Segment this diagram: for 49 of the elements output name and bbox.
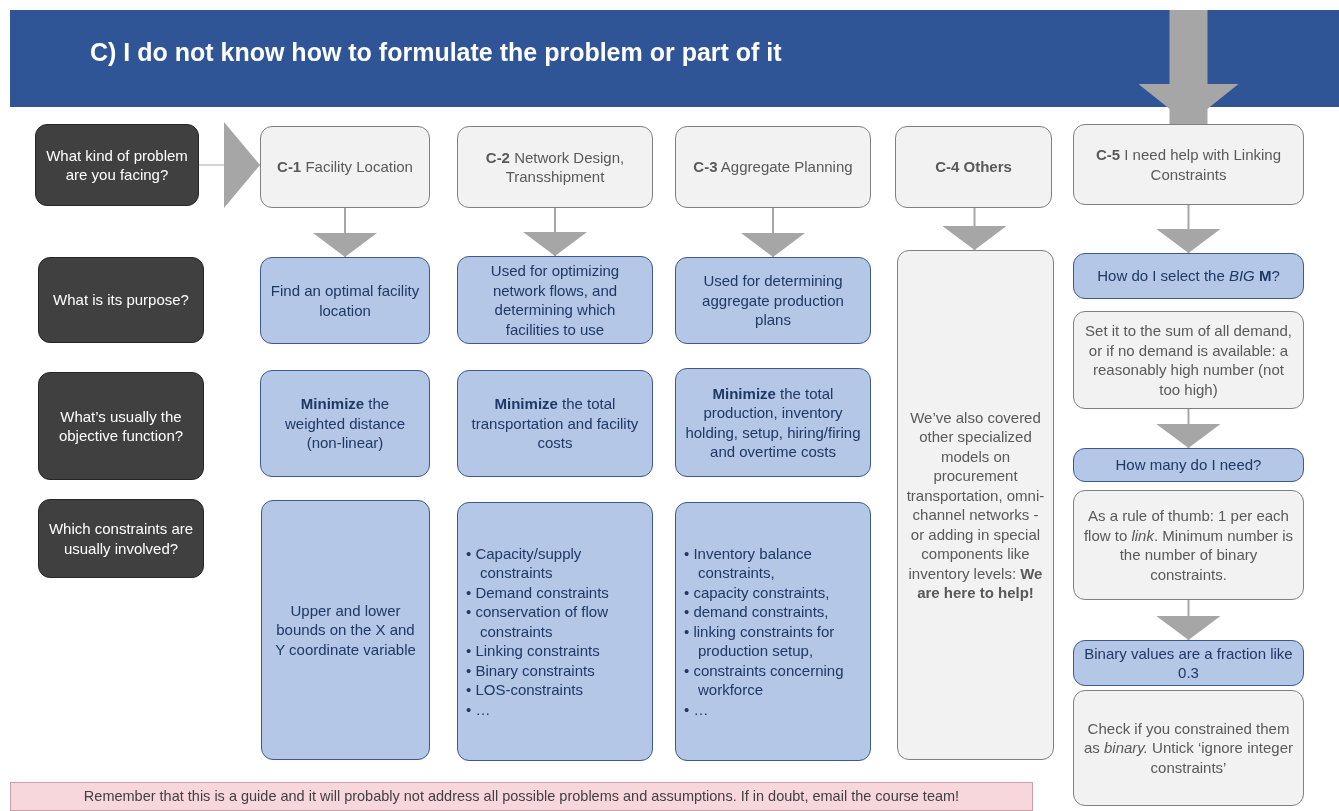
- list-item: • Inventory balance constraints,: [684, 543, 813, 583]
- answer-box: Minimize the weighted distance (non-linear): [260, 370, 430, 477]
- info-box: C-1 Facility Location: [260, 126, 430, 208]
- arrow: [523, 207, 587, 257]
- answer-box: Binary values are a fraction like 0.3: [1073, 640, 1304, 686]
- list-item: • Binary constraints: [466, 660, 596, 681]
- title-banner: C) I do not know how to formulate the problem or part of it: [10, 10, 1339, 107]
- info-box: Set it to the sum of all demand, or if no demand is available: a reasonably high number (not too high): [1073, 311, 1304, 409]
- answer-box: How do I select the BIG M?: [1073, 253, 1304, 299]
- list-item: • Capacity/supply constraints: [466, 543, 583, 583]
- list-item: • Demand constraints: [466, 582, 610, 603]
- answer-box: How many do I need?: [1073, 448, 1304, 482]
- info-box: C-2 Network Design, Transshipment: [457, 126, 653, 208]
- list-item: • Linking constraints: [466, 641, 601, 661]
- info-box: C-3 Aggregate Planning: [675, 126, 871, 208]
- list-item: • …: [466, 699, 492, 720]
- question-box: What’s usually the objective function?: [38, 372, 204, 480]
- question-box: What kind of problem are you facing?: [35, 124, 199, 206]
- answer-box: Minimize the total production, inventory holding, setup, hiring/firing and overtime costs: [675, 368, 871, 477]
- answer-box: Used for determining aggregate production plans: [675, 257, 871, 344]
- list-item: • conservation of flow constraints: [466, 602, 609, 642]
- arrow: [313, 207, 377, 258]
- arrow: [198, 122, 261, 208]
- question-box: What is its purpose?: [38, 257, 204, 343]
- info-box: As a rule of thumb: 1 per each flow to link. Minimum number is the number of binary constraints.: [1073, 490, 1304, 600]
- arrow: [741, 207, 805, 258]
- list-item: • constraints concerning workforce: [684, 660, 845, 700]
- answer-box: Used for optimizing network flows, and determining which facilities to use: [457, 256, 653, 344]
- info-box: We’ve also covered other specialized models on procurement transportation, omni-channel networks - or adding in special components like inventory levels: We are here to help!: [897, 250, 1054, 760]
- list-item: • LOS-constraints: [466, 680, 584, 700]
- arrow: [1156, 408, 1221, 449]
- list-box: [457, 502, 653, 761]
- list-box: [675, 502, 871, 761]
- list-item: • capacity constraints,: [684, 582, 831, 603]
- list-item: • demand constraints,: [684, 602, 830, 622]
- arrow: [1156, 204, 1221, 254]
- arrow: [942, 207, 1007, 251]
- info-box: C-5 I need help with Linking Constraints: [1073, 124, 1304, 205]
- list-item: • linking constraints for production setup,: [684, 621, 836, 661]
- list-item: • …: [684, 699, 710, 720]
- note-box: Remember that this is a guide and it will probably not address all possible problems and assumptions. If in doubt, email the course team!: [10, 782, 1033, 811]
- answer-box: Find an optimal facility location: [260, 257, 430, 344]
- question-box: Which constraints are usually involved?: [38, 499, 204, 578]
- arrow: [1156, 599, 1221, 641]
- arrow: [1138, 10, 1239, 124]
- info-box: Check if you constrained them as binary. Untick ‘ignore integer constraints’: [1073, 690, 1304, 806]
- info-box: C-4 Others: [895, 126, 1052, 208]
- answer-box: Minimize the total transportation and facility costs: [457, 370, 653, 477]
- answer-box: Upper and lower bounds on the X and Y coordinate variable: [261, 500, 430, 760]
